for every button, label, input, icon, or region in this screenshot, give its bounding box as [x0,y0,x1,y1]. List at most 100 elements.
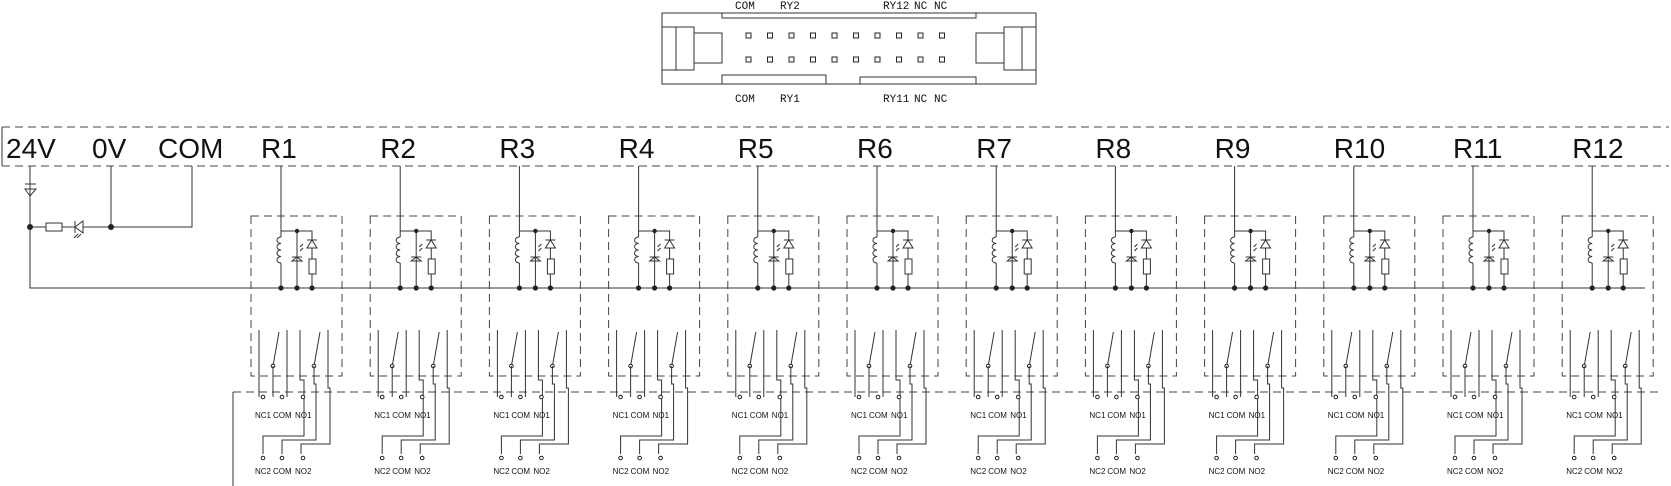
junction-dot [1129,228,1134,234]
terminal-label-row1: NC1 [1209,411,1226,420]
conn-top-label-ry2: RY2 [780,1,800,13]
terminal-label-row2: NC2 [1089,467,1106,476]
connector-pins [745,32,945,63]
terminal-label-row2: NC2 [970,467,987,476]
terminal-point [658,394,663,400]
junction-dot [309,285,315,291]
terminal-point [1233,394,1238,400]
junction-dot [905,285,911,291]
terminal-point [279,455,285,461]
terminal-label-row1: NO1 [533,411,550,420]
terminal-label-row1: NC1 [970,411,987,420]
led-symbol [663,239,676,249]
connector-pin [896,56,902,63]
switch-contact-2 [1610,330,1640,369]
flyback-diode-symbol [886,256,900,262]
resistor-symbol [1381,258,1390,275]
led-symbol [1378,239,1391,249]
resistor-symbol [666,258,675,275]
relay-label: R9 [1215,133,1251,164]
terminal-point [1571,394,1577,400]
terminal-label-row2: NO2 [1010,467,1027,476]
terminal-label-row2: NC2 [1447,467,1464,476]
connector-pin [917,56,924,63]
terminal-label-row1: COM [511,411,530,420]
conn-bottom-label-ry1: RY1 [780,94,800,106]
flyback-diode-symbol [1601,256,1615,262]
label-24v: 24V [6,133,56,164]
junction-24v [27,224,33,230]
terminal-point [1590,394,1596,400]
connector-pin [745,56,752,63]
flyback-diode-symbol [528,256,542,262]
junction-dot [397,285,403,291]
terminal-point [1015,455,1021,461]
terminal-label-row1: NO1 [891,411,908,420]
connector-pin [853,56,859,63]
power-input-circuit [24,166,1645,289]
junction-dot [1470,285,1476,291]
relay-module-box [1442,215,1535,377]
terminal-point [637,394,642,400]
terminal-point [1373,455,1379,461]
terminal-point [1095,394,1100,400]
terminal-point [1352,394,1358,400]
junction-dot [636,285,642,291]
terminal-label-row1: NO1 [1606,411,1623,420]
led-symbol [1498,239,1510,249]
terminal-point [1333,455,1339,461]
relay-label: R8 [1095,133,1131,164]
junction-dot [771,285,777,291]
switch-contact-1 [377,330,407,369]
coil-symbol [1349,236,1354,264]
switch-contact-2 [895,330,925,369]
relay-module-box [608,215,701,377]
led-symbol [425,239,438,249]
terminal-point [994,394,1000,400]
terminal-label-row2: NC2 [1328,467,1345,476]
terminal-point [398,455,404,461]
resistor-symbol [1262,258,1271,275]
junction-dot [1232,285,1238,291]
relay-label: R1 [261,133,297,164]
terminal-point [1611,394,1617,400]
terminal-point [1214,455,1219,461]
resistor-symbol [546,258,555,275]
terminal-point [499,394,504,400]
junction-dot [1606,228,1611,234]
terminal-label-row1: NC1 [1328,411,1345,420]
terminal-label-row1: NO1 [1368,411,1385,420]
junction-dot [547,285,554,291]
terminal-label-row2: COM [273,467,292,476]
terminal-label-row1: NC1 [1447,411,1464,420]
junction-dot [1009,285,1015,291]
terminal-label-row1: COM [392,411,411,420]
terminal-point [419,394,425,400]
resistor-symbol [904,258,913,275]
resistor-symbol [308,258,317,275]
led-symbol [306,239,318,249]
terminal-label-row2: COM [988,467,1007,476]
terminal-point [300,394,306,400]
connector-pin [767,32,773,39]
conn-top-label-nc-b: NC [934,1,948,13]
junction-dot [278,285,284,291]
terminal-label-row1: COM [1346,411,1365,420]
ribbon-connector: COM RY2 RY12 NC NC COM RY1 RY11 NC NC [661,1,1037,106]
connector-pin [788,56,795,63]
terminal-label-row2: COM [1584,467,1603,476]
terminal-point [1214,394,1219,400]
coil-symbol [634,236,639,264]
terminal-point [518,455,523,461]
switch-contact-1 [496,330,526,369]
switch-contact-2 [1133,330,1163,369]
terminal-point [1452,455,1458,461]
terminal-point [737,455,743,461]
terminal-label-row2: NC2 [255,467,272,476]
